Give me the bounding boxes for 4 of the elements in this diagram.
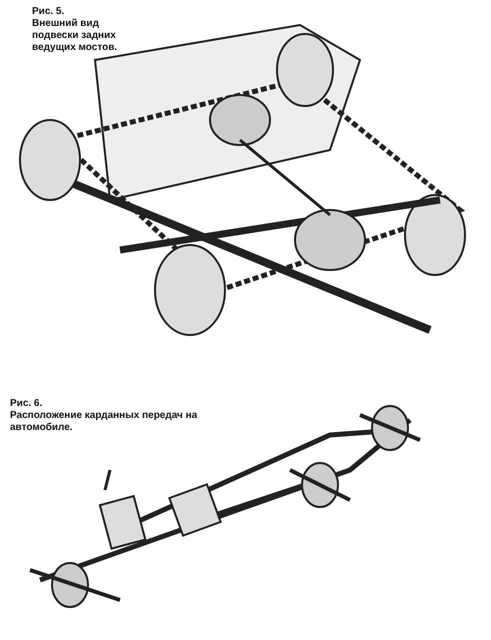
figure-number: Рис. 5. (32, 6, 66, 18)
figure-caption: Внешний вид подвески задних ведущих мостов. (32, 18, 118, 54)
figure-caption: Расположение карданных передач на автомобиле. (10, 410, 198, 434)
figure-number: Рис. 6. (10, 398, 44, 410)
